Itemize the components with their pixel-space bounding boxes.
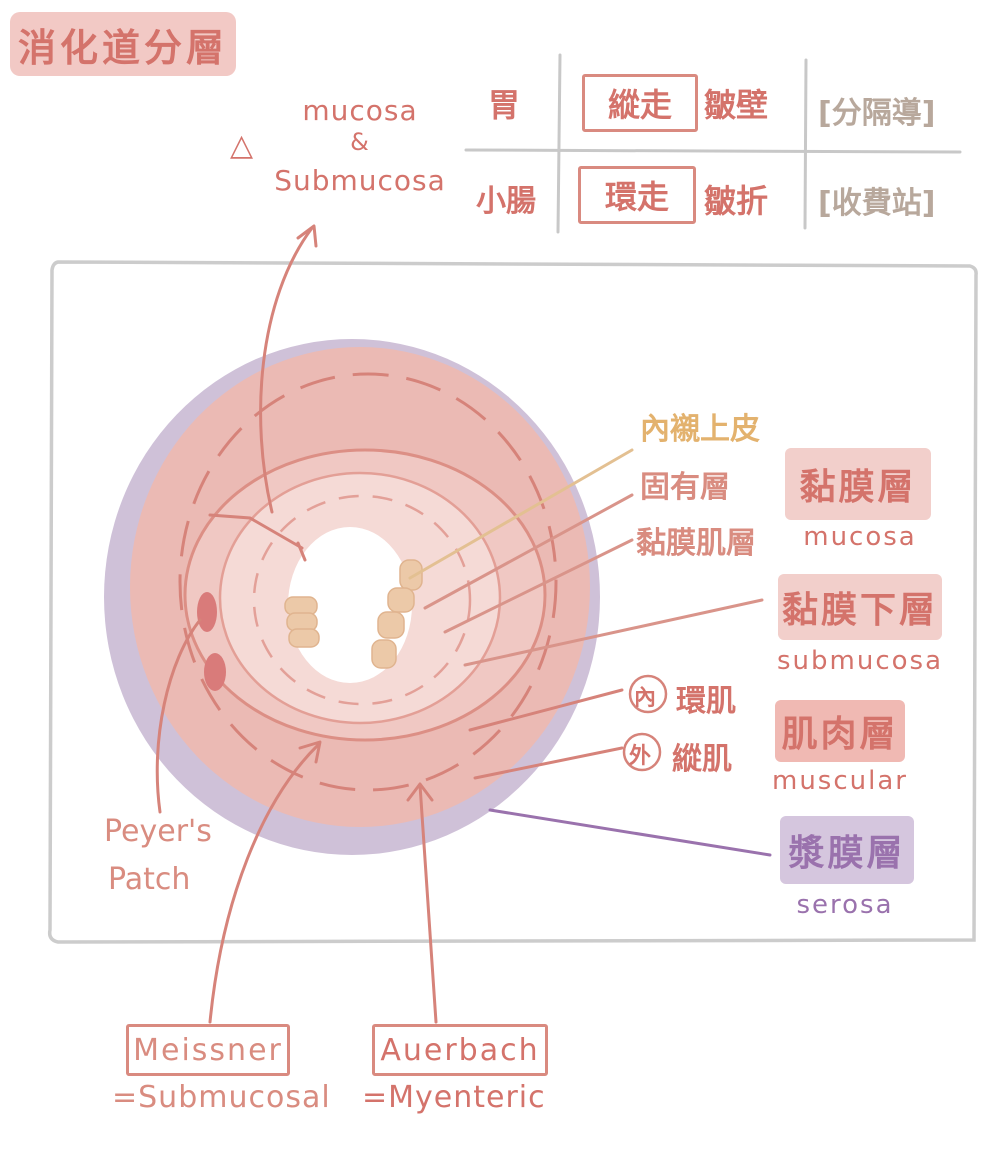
plexus-meissner-alias: =Submucosal xyxy=(112,1080,331,1115)
table-row-intestine-fold: 皺折 xyxy=(704,182,769,220)
fold-line xyxy=(208,513,304,550)
fold-note-line3: Submucosa xyxy=(274,164,446,197)
label-outer-longitudinal: 縱肌 xyxy=(672,742,732,777)
page-title: 消化道分層 xyxy=(17,25,228,70)
inner-circle-marker xyxy=(628,674,668,714)
peyers-patch-2 xyxy=(204,653,226,691)
diagram-frame xyxy=(47,260,978,944)
table-row-stomach-note: [分隔導] xyxy=(818,96,936,131)
plexus-meissner-box: Meissner xyxy=(126,1024,290,1076)
label-epithelium: 內襯上皮 xyxy=(640,412,760,447)
table-row-stomach-organ: 胃 xyxy=(488,86,521,124)
meissner-arrow xyxy=(208,743,320,1024)
plexus-auerbach-alias: =Myenteric xyxy=(362,1080,546,1115)
label-muscularis-mucosae: 黏膜肌層 xyxy=(636,526,756,561)
label-inner-marker: 內 xyxy=(634,686,657,711)
layer-tag-serosa: 漿膜層 xyxy=(780,816,914,884)
mucosa-outline xyxy=(218,471,502,725)
epithelium-cells xyxy=(284,559,423,669)
fold-note-line1: mucosa xyxy=(302,94,418,127)
layer-en-mucosa: mucosa xyxy=(803,522,917,552)
fold-table-grid xyxy=(464,53,962,234)
fold-note-line2: & xyxy=(350,128,370,156)
leader-lines xyxy=(408,448,772,857)
peyers-arrow xyxy=(155,618,202,814)
layer-en-serosa: serosa xyxy=(796,890,894,920)
muscularis-mucosae-dashed xyxy=(252,494,472,706)
layer-tag-muscular: 肌肉層 xyxy=(775,700,905,762)
fold-note-marker: △ xyxy=(230,128,255,163)
submucosa-outline xyxy=(183,448,547,742)
layer-en-muscular: muscular xyxy=(772,766,908,796)
label-outer-marker: 外 xyxy=(629,744,652,769)
arrow-to-note xyxy=(259,226,314,514)
table-row-intestine-note: [收費站] xyxy=(818,186,936,221)
label-lamina-propria: 固有層 xyxy=(640,470,730,505)
peyers-label-line1: Peyer's xyxy=(104,814,212,849)
peyers-label-line2: Patch xyxy=(108,862,191,897)
table-row-intestine-direction: 環走 xyxy=(578,166,696,224)
label-inner-circular: 環肌 xyxy=(676,684,736,719)
layer-tag-mucosa: 黏膜層 xyxy=(785,448,931,520)
muscle-boundary-dashed xyxy=(178,372,558,792)
table-row-stomach-direction: 縱走 xyxy=(582,74,698,132)
outer-circle-marker xyxy=(622,732,662,772)
peyers-patch-1 xyxy=(197,592,217,632)
layer-tag-submucosa: 黏膜下層 xyxy=(778,574,942,640)
table-row-stomach-fold: 皺壁 xyxy=(704,86,769,124)
title-banner: 消化道分層 xyxy=(10,12,236,76)
table-row-intestine-organ: 小腸 xyxy=(476,184,536,219)
layer-en-submucosa: submucosa xyxy=(776,646,943,676)
auerbach-arrow xyxy=(418,783,438,1024)
plexus-auerbach-box: Auerbach xyxy=(372,1024,548,1076)
